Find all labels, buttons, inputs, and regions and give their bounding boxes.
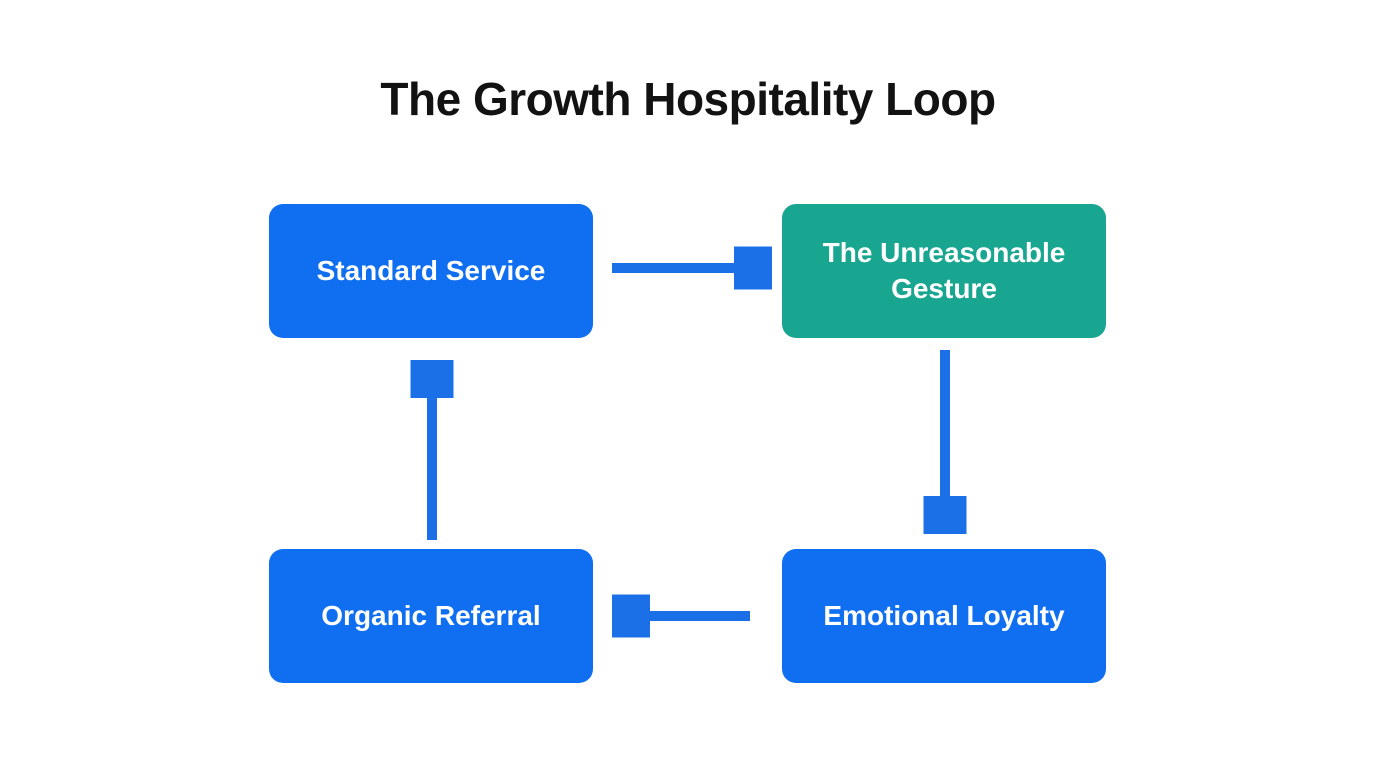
node-organic-referral-label: Organic Referral: [321, 599, 541, 631]
node-emotional-loyalty-label: Emotional Loyalty: [823, 599, 1065, 631]
page-title: The Growth Hospitality Loop: [380, 73, 996, 125]
node-standard-service-label: Standard Service: [316, 254, 546, 286]
node-organic-referral: Organic Referral: [269, 549, 593, 683]
node-unreasonable-gesture: The Unreasonable Gesture: [782, 204, 1106, 338]
node-standard-service: Standard Service: [269, 204, 593, 338]
node-emotional-loyalty: Emotional Loyalty: [782, 549, 1106, 683]
node-unreasonable-gesture-label: The Unreasonable Gesture: [822, 236, 1066, 304]
